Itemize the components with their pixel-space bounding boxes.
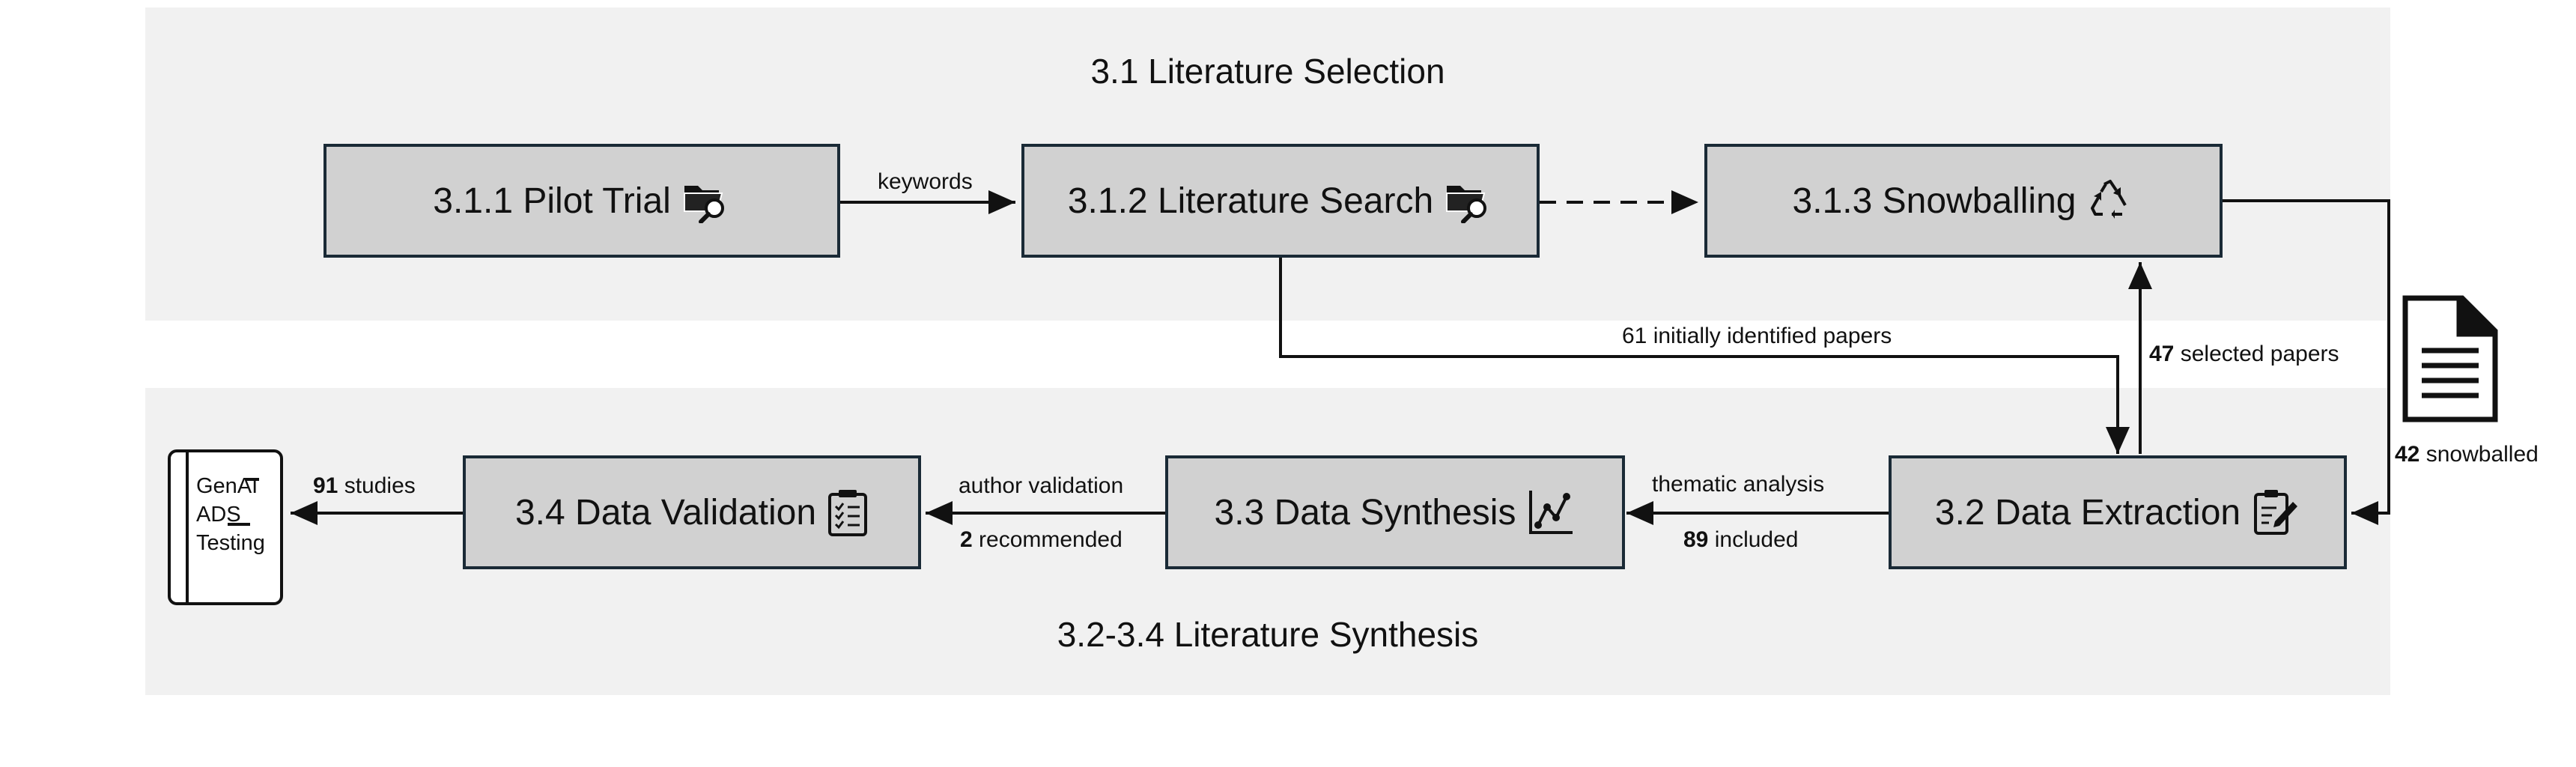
- keywords-label: keywords: [878, 169, 973, 194]
- output-genai: GenAI: [196, 474, 258, 498]
- data-validation-label: 3.4 Data Validation: [514, 492, 817, 533]
- initially-identified-label: 61 initially identified papers: [1622, 324, 1892, 348]
- clipboard-edit-icon: [2254, 490, 2298, 535]
- literature-search-label: 3.1.2 Literature Search: [1067, 181, 1434, 221]
- arrow-search-to-extraction: [1279, 258, 2130, 454]
- checklist-icon: [828, 490, 868, 536]
- data-validation-box[interactable]: 3.4 Data Validation: [463, 455, 921, 569]
- literature-selection-title: 3.1 Literature Selection: [1090, 52, 1445, 91]
- folder-search-icon: [683, 186, 724, 223]
- data-extraction-box[interactable]: 3.2 Data Extraction: [1889, 455, 2347, 569]
- author-validation-label: author validation: [959, 473, 1124, 498]
- data-synthesis-label: 3.3 Data Synthesis: [1214, 492, 1516, 533]
- snowballed-label: 42 snowballed: [2395, 442, 2539, 467]
- pilot-trial-box[interactable]: 3.1.1 Pilot Trial: [323, 144, 840, 258]
- output-testing: Testing: [196, 531, 265, 555]
- book-icon: [168, 449, 283, 605]
- pilot-trial-label: 3.1.1 Pilot Trial: [433, 181, 671, 221]
- studies-label: 91 studies: [313, 473, 416, 498]
- arrow-snowball-to-extraction: [2223, 199, 2390, 525]
- data-extraction-label: 3.2 Data Extraction: [1934, 492, 2241, 533]
- data-synthesis-box[interactable]: 3.3 Data Synthesis: [1165, 455, 1625, 569]
- included-label: 89 included: [1683, 527, 1799, 552]
- folder-search-icon: [1446, 186, 1487, 223]
- document-icon: [2402, 295, 2498, 422]
- selected-papers-label: 47 selected papers: [2149, 342, 2339, 366]
- snowballing-label: 3.1.3 Snowballing: [1792, 181, 2077, 221]
- literature-search-box[interactable]: 3.1.2 Literature Search: [1021, 144, 1540, 258]
- literature-synthesis-title: 3.2-3.4 Literature Synthesis: [1057, 615, 1479, 654]
- output-ads: ADS: [196, 503, 241, 527]
- recycle-icon: [2091, 180, 2127, 219]
- snowballing-box[interactable]: 3.1.3 Snowballing: [1704, 144, 2223, 258]
- recommended-label: 2 recommended: [960, 527, 1123, 552]
- line-chart-icon: [1529, 491, 1573, 534]
- thematic-analysis-label: thematic analysis: [1652, 472, 1825, 497]
